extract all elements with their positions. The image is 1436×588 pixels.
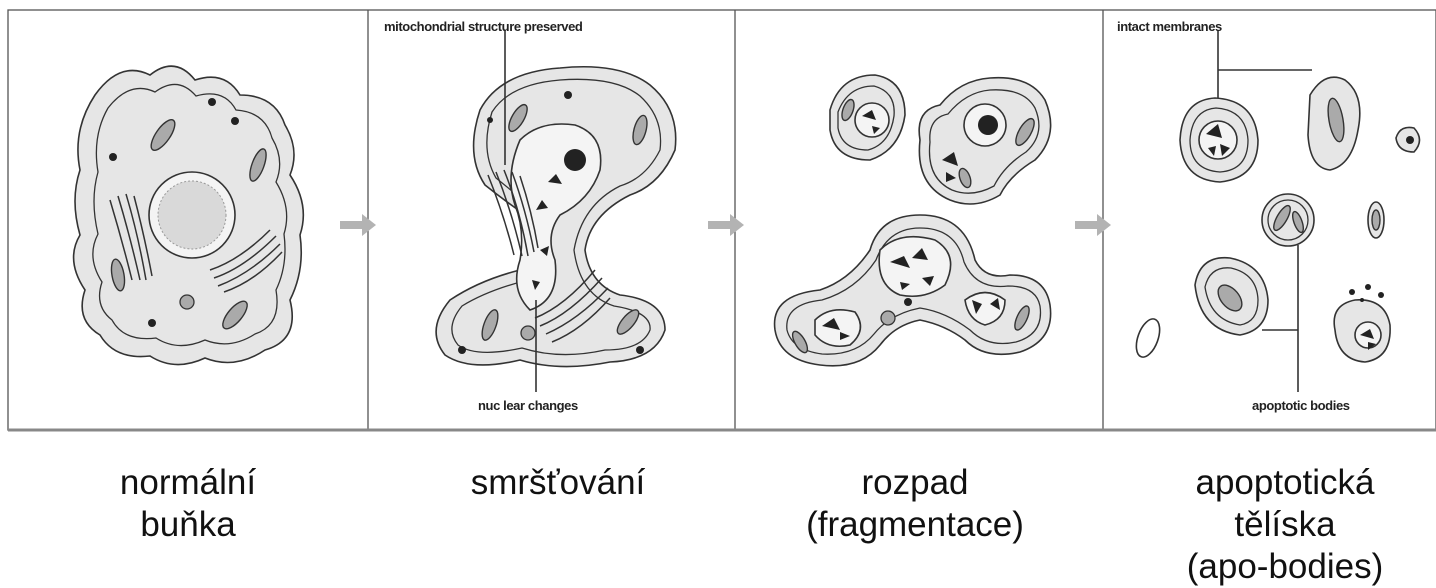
annotation-intact-membranes: intact membranes — [1117, 19, 1222, 34]
fragmenting-cell — [775, 75, 1051, 366]
transition-arrow-2 — [708, 214, 744, 236]
transition-arrow-1 — [340, 214, 376, 236]
shrinking-cell — [436, 30, 676, 392]
annotation-apoptotic-bodies: apoptotic bodies — [1252, 398, 1350, 413]
normal-cell — [74, 66, 304, 364]
transition-arrow-3 — [1075, 214, 1111, 236]
annotation-nuclear-changes: nuc lear changes — [478, 398, 578, 413]
apoptosis-diagram: mitochondrial structure preserved nuc le… — [0, 0, 1436, 440]
caption-normal-cell: normální buňka — [78, 462, 298, 546]
caption-shrinking: smršťování — [438, 462, 678, 504]
annotation-mitochondria: mitochondrial structure preserved — [384, 19, 583, 34]
caption-fragmentation: rozpad (fragmentace) — [780, 462, 1050, 546]
apoptotic-bodies — [1132, 30, 1420, 392]
caption-apoptotic-bodies: apoptotická tělíska (apo-bodies) — [1150, 462, 1420, 588]
